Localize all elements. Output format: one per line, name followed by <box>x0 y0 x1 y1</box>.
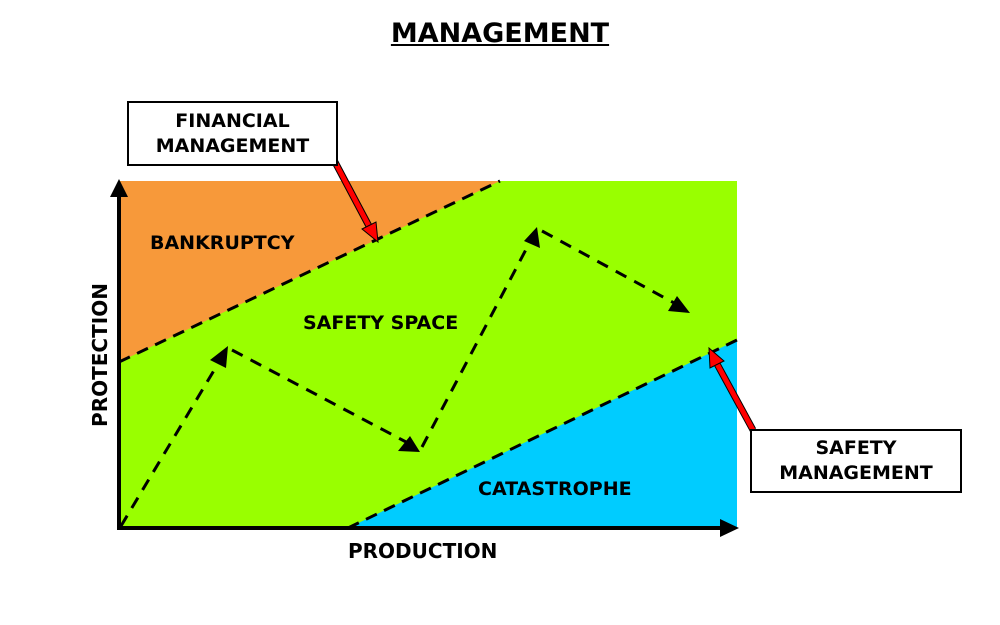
callout-line: MANAGEMENT <box>779 462 933 484</box>
safety-pointer-arrow <box>708 346 757 432</box>
financial-management-callout: FINANCIAL MANAGEMENT <box>127 101 338 166</box>
callout-line: SAFETY <box>815 437 897 459</box>
page-title: MANAGEMENT <box>390 18 610 49</box>
y-axis-arrowhead <box>110 179 128 197</box>
bankruptcy-label: BANKRUPTCY <box>150 232 295 254</box>
financial-pointer-arrow <box>331 160 379 244</box>
catastrophe-label: CATASTROPHE <box>478 478 632 500</box>
safety-boundary <box>347 338 738 530</box>
callout-line: MANAGEMENT <box>155 134 310 157</box>
y-axis-label: PROTECTION <box>88 283 112 427</box>
safety-space-label: SAFETY SPACE <box>303 312 459 334</box>
trajectory-arrowheads <box>210 227 690 452</box>
callout-line: FINANCIAL <box>175 109 290 132</box>
trajectory-path <box>119 229 677 527</box>
safety-management-callout: SAFETY MANAGEMENT <box>750 429 962 493</box>
x-axis-label: PRODUCTION <box>348 539 498 563</box>
x-axis-arrowhead <box>720 519 739 537</box>
financial-boundary <box>118 179 501 364</box>
